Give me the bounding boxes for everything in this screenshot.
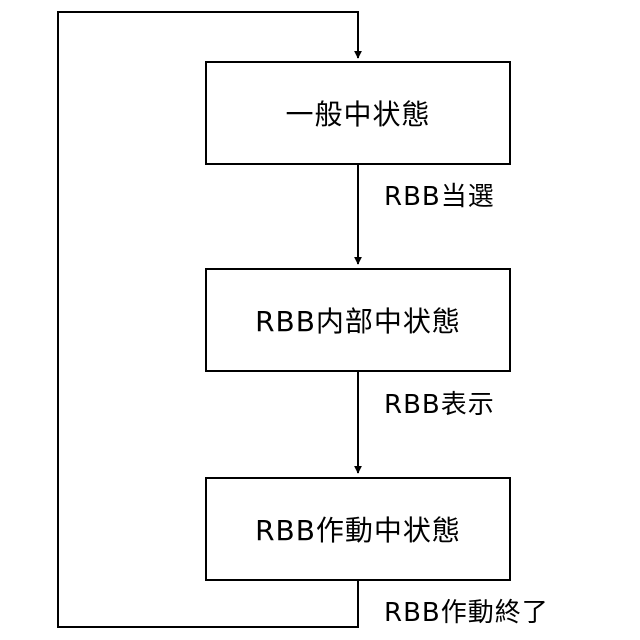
- state-rbb-internal: RBB内部中状態: [205, 268, 511, 372]
- state-rbb-internal-label: RBB内部中状態: [255, 300, 461, 340]
- state-normal-label: 一般中状態: [285, 93, 430, 133]
- state-normal: 一般中状態: [205, 61, 511, 165]
- event-label-rbb-win: RBB当選: [384, 176, 495, 213]
- state-rbb-active-label: RBB作動中状態: [255, 509, 461, 549]
- state-rbb-active: RBB作動中状態: [205, 477, 511, 581]
- event-label-rbb-end: RBB作動終了: [384, 592, 549, 629]
- event-label-rbb-display: RBB表示: [384, 384, 495, 421]
